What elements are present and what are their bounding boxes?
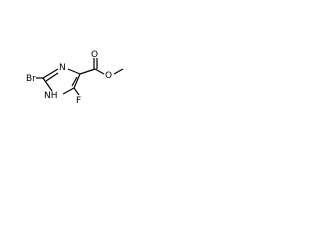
bond-c4-c5 (73, 73, 81, 89)
bond-c5-f (73, 87, 80, 96)
chemical-structure-diagram: Br N NH F O O (26, 50, 124, 106)
atom-fluorine-label: F (76, 96, 81, 106)
bond-c4-c5-inner (71, 76, 78, 87)
atom-bromine-label: Br (26, 74, 36, 84)
bond-c5-n1 (62, 87, 75, 95)
bond-c2-n3-inner (45, 72, 59, 82)
atom-ring-nitrogen-label: N (59, 63, 66, 73)
atom-carbonyl-oxygen-label: O (91, 50, 98, 60)
atom-ester-oxygen-label: O (105, 71, 112, 81)
bond-n1-c2 (42, 77, 53, 92)
bond-n3-c4 (67, 68, 81, 75)
bond-oester-methyl (113, 68, 124, 75)
bond-ccarbonyl-oester (94, 68, 105, 75)
bond-c4-ccarbonyl (79, 68, 96, 75)
atom-ring-nh-label: NH (44, 91, 58, 101)
bond-c2-n3 (42, 68, 59, 79)
